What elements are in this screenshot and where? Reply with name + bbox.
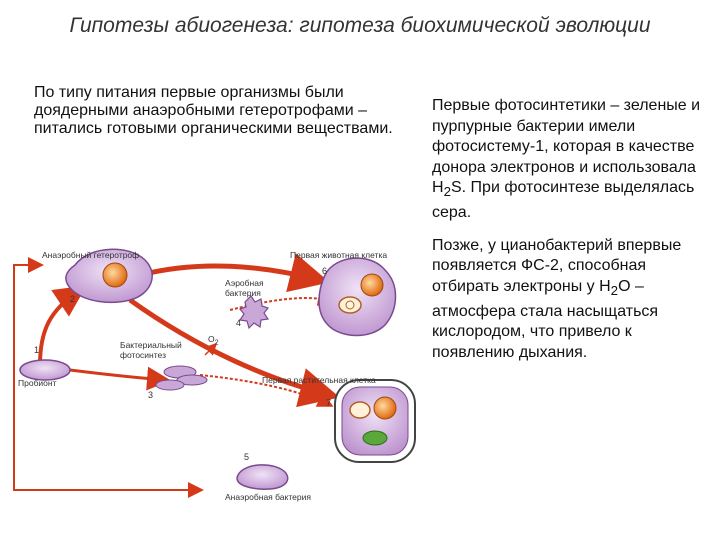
left-paragraph: По типу питания первые организмы были до… <box>34 84 393 137</box>
arrow-o2 <box>204 342 218 356</box>
number-6: 6 <box>322 266 328 276</box>
arrow-7 <box>199 374 334 407</box>
probiont-cell <box>19 359 71 381</box>
anaerobic-heterotroph-cell <box>65 248 153 303</box>
label-first-plant-cell: Первая растительная клетка <box>262 375 376 385</box>
number-7: 7 <box>326 398 332 408</box>
page-title: Гипотезы абиогенеза: гипотеза биохимичес… <box>69 14 651 37</box>
label-first-animal-cell: Первая животная клетка <box>290 250 388 260</box>
first-animal-cell <box>318 257 397 337</box>
label-o2: O2 <box>208 334 219 347</box>
arrow-animal <box>139 253 330 293</box>
label-anaerobic-heterotroph: Анаэробный гетеротроф <box>42 250 140 260</box>
label-anaerobic-bacterium: Анаэробная бактерия <box>225 492 311 502</box>
number-1: 1 <box>34 345 40 355</box>
label-probiont: Пробионт <box>18 378 57 388</box>
arrow-1 <box>13 257 204 498</box>
first-plant-cell <box>334 379 416 463</box>
cyanobacteria-paragraph: Позже, у цианобактерий впервые появляетс… <box>432 236 682 361</box>
arrow-plant <box>128 297 340 408</box>
photosynthetic-bacteria <box>155 365 208 391</box>
right-column: Первые фотосинтетики – зеленые и пурпурн… <box>432 96 702 364</box>
arrow-3 <box>69 366 171 391</box>
number-2: 2 <box>70 294 76 304</box>
number-3: 3 <box>148 390 154 400</box>
anaerobic-bacterium-cell <box>236 464 289 490</box>
aerobic-bacterium <box>238 295 270 330</box>
number-5: 5 <box>244 452 250 462</box>
number-4: 4 <box>236 318 242 328</box>
diagram-graphics <box>13 248 416 498</box>
evolution-diagram: Анаэробный гетеротроф Первая животная кл… <box>0 230 430 540</box>
photosynthesis-paragraph: Первые фотосинтетики – зеленые и пурпурн… <box>432 97 701 222</box>
arrow-2 <box>38 285 87 366</box>
